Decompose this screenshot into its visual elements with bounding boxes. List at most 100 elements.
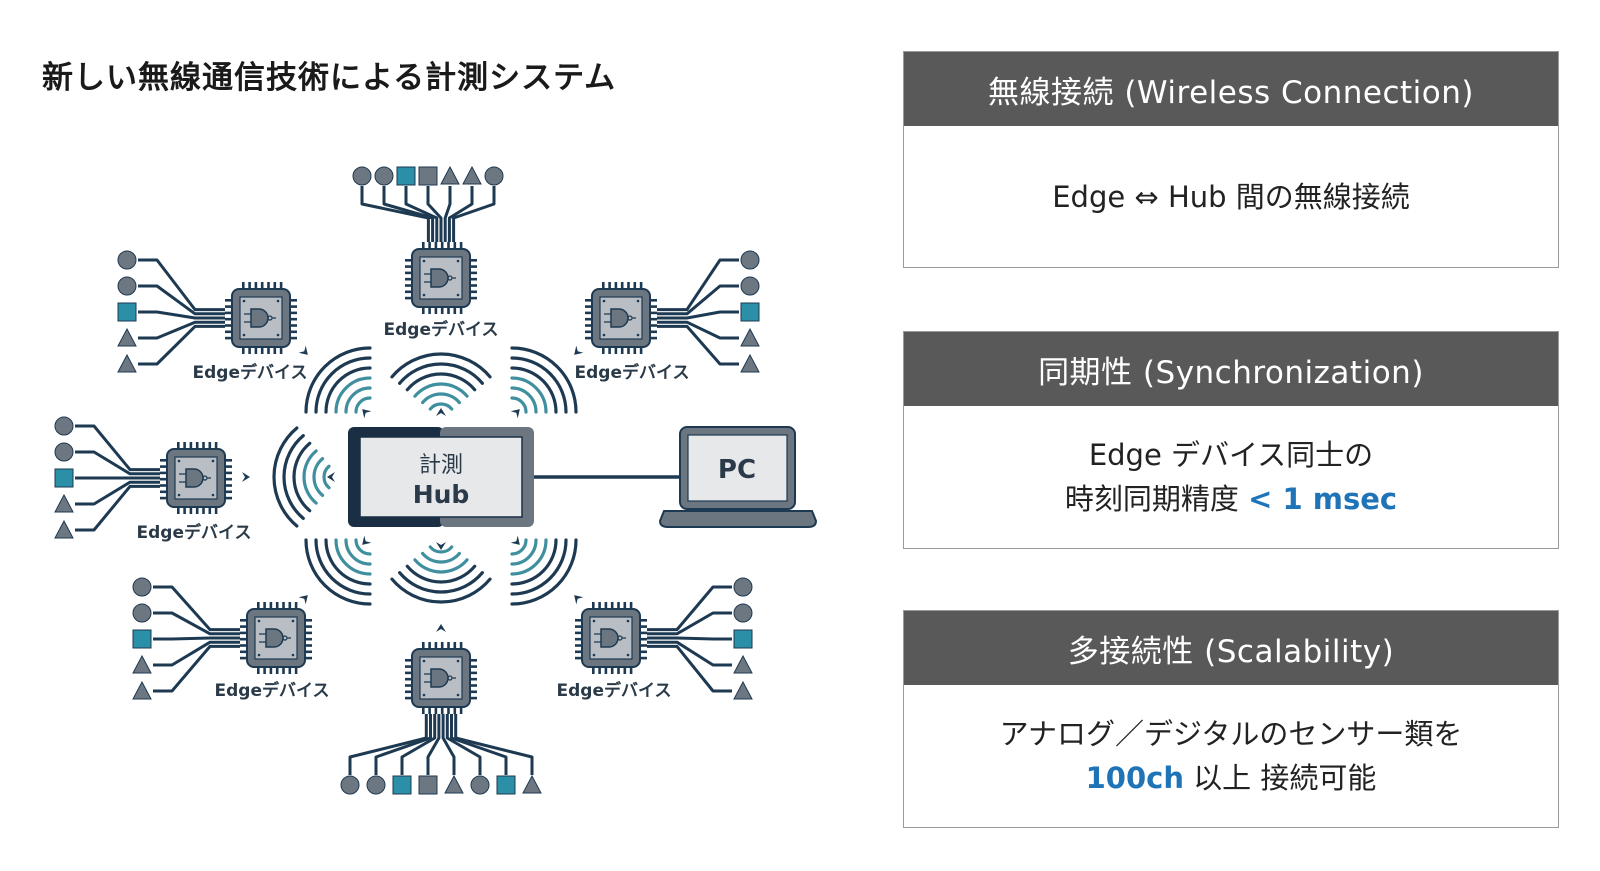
signal-arrow-icon (298, 345, 308, 355)
sensor-square-icon (132, 629, 152, 649)
wave-arc (304, 346, 372, 414)
logic-gate-icon (600, 628, 619, 648)
sensor-triangle-icon (740, 327, 760, 347)
wave-arc (421, 551, 461, 564)
pc-laptop: PC (658, 426, 818, 528)
wave-arc (302, 449, 318, 505)
sensor-circle-icon (117, 276, 137, 296)
wave-arc (398, 571, 484, 594)
wave-arc (428, 402, 454, 411)
signal-arrow-icon (574, 345, 584, 355)
wave-arc (334, 538, 372, 576)
sensor-wire (657, 284, 739, 316)
logic-gate-icon (185, 468, 204, 488)
sensor-wires (647, 585, 732, 693)
sensor-wires (657, 258, 739, 366)
wave-arc (390, 577, 492, 604)
wave-arc (314, 356, 372, 414)
edge-device-bottom-right: Edgeデバイス (557, 577, 753, 701)
synchronization-text-line1: Edge デバイス同士の (1088, 438, 1374, 472)
sensor-triangle-icon (522, 774, 542, 794)
wave-arc (510, 538, 548, 576)
logic-gate-icon (250, 308, 269, 328)
logic-gate-icon (430, 268, 449, 288)
scalability-header: 多接続性 (Scalability) (904, 611, 1558, 685)
sensor-wire (138, 320, 225, 340)
wave-arc (398, 362, 484, 385)
sensor-wires (138, 258, 225, 366)
edge-device-label: Edgeデバイス (575, 362, 690, 383)
signal-arrow-icon (510, 409, 520, 419)
sensor-wire (647, 636, 732, 641)
sensor-square-icon (396, 166, 416, 186)
sensor-wire (426, 714, 441, 775)
sensor-circle-icon (484, 166, 504, 186)
sensor-triangle-icon (733, 654, 753, 674)
edge-device-left: Edgeデバイス (54, 416, 252, 543)
wave-arc (510, 538, 528, 556)
edge-device-label: Edgeデバイス (193, 362, 308, 383)
signal-arrow-icon (242, 472, 250, 482)
edge-device-top-left: Edgeデバイス (117, 250, 308, 383)
wave-bottom-right (510, 538, 578, 606)
sensor-wire (647, 611, 732, 636)
wave-arc (324, 366, 372, 414)
sensor-triangle-icon (733, 680, 753, 700)
sensor-circle-icon (740, 250, 760, 270)
sensor-triangle-icon (132, 654, 152, 674)
sensor-wire (360, 186, 430, 242)
sensor-square-icon (733, 629, 753, 649)
sensor-wire (153, 585, 240, 632)
hub-label-line1: 計測 (419, 453, 463, 478)
synchronization-body: Edge デバイス同士の 時刻同期精度 < 1 msec (904, 406, 1558, 548)
wave-bottom (390, 545, 492, 604)
sensor-wire (657, 320, 739, 340)
signal-arrow-icon (327, 472, 335, 482)
wave-arc (510, 538, 558, 586)
signal-arrow-icon (436, 408, 446, 416)
wave-arc (510, 356, 568, 414)
sensor-square-icon (54, 468, 74, 488)
chip-pins (405, 242, 477, 314)
wave-arc (354, 396, 372, 414)
sensor-triangle-icon (444, 774, 464, 794)
sensor-circle-icon (132, 577, 152, 597)
sensor-circle-icon (740, 276, 760, 296)
signal-arrow-icon (362, 535, 372, 545)
sensor-square-icon (496, 775, 516, 795)
edge-device-label: Edgeデバイス (137, 522, 252, 543)
sensor-wire (647, 585, 732, 632)
pc-base (658, 510, 818, 528)
measurement-system-diagram: Edgeデバイス Edgeデバイス Edgeデバイス Edgeデバイス Edgeデバイス… (54, 165, 818, 795)
synchronization-text-line2: 時刻同期精度 < 1 msec (1065, 477, 1397, 521)
edge-devices: Edgeデバイス Edgeデバイス Edgeデバイス Edgeデバイス Edgeデバイス… (54, 165, 760, 795)
sensor-wire (657, 324, 739, 366)
sensor-square-icon (418, 166, 438, 186)
signal-arrow-icon (436, 542, 446, 550)
sensor-wire (647, 640, 732, 667)
sensor-circle-icon (470, 775, 490, 795)
wave-bottom-left (304, 538, 372, 606)
signal-arrow-icon (574, 595, 584, 605)
sensor-wires (348, 714, 534, 775)
scalability-panel: 多接続性 (Scalability) アナログ／デジタルのセンサー類を 100c… (903, 610, 1559, 828)
sensor-circle-icon (340, 775, 360, 795)
page-title: 新しい無線通信技術による計測システム (42, 60, 617, 96)
sensor-wire (443, 186, 452, 242)
wireless-connection-text: Edge ⇔ Hub 間の無線接続 (1052, 179, 1410, 214)
sensor-square-icon (740, 302, 760, 322)
synchronization-panel: 同期性 (Synchronization) Edge デバイス同士の 時刻同期精… (903, 331, 1559, 549)
sensor-triangle-icon (462, 165, 482, 185)
sync-precision-label: 時刻同期精度 (1064, 482, 1249, 516)
edge-device-label: Edgeデバイス (215, 680, 330, 701)
wave-arc (510, 386, 538, 414)
sensor-circle-icon (54, 442, 74, 462)
sensor-triangle-icon (117, 353, 137, 373)
wave-arc (292, 441, 312, 513)
sensor-wire (374, 714, 432, 775)
scalability-text-line1: アナログ／デジタルのセンサー類を (999, 717, 1463, 751)
chip-pins (225, 282, 297, 354)
sensor-circle-icon (132, 603, 152, 623)
sensor-wire (153, 640, 240, 667)
sensor-wire (75, 484, 160, 532)
